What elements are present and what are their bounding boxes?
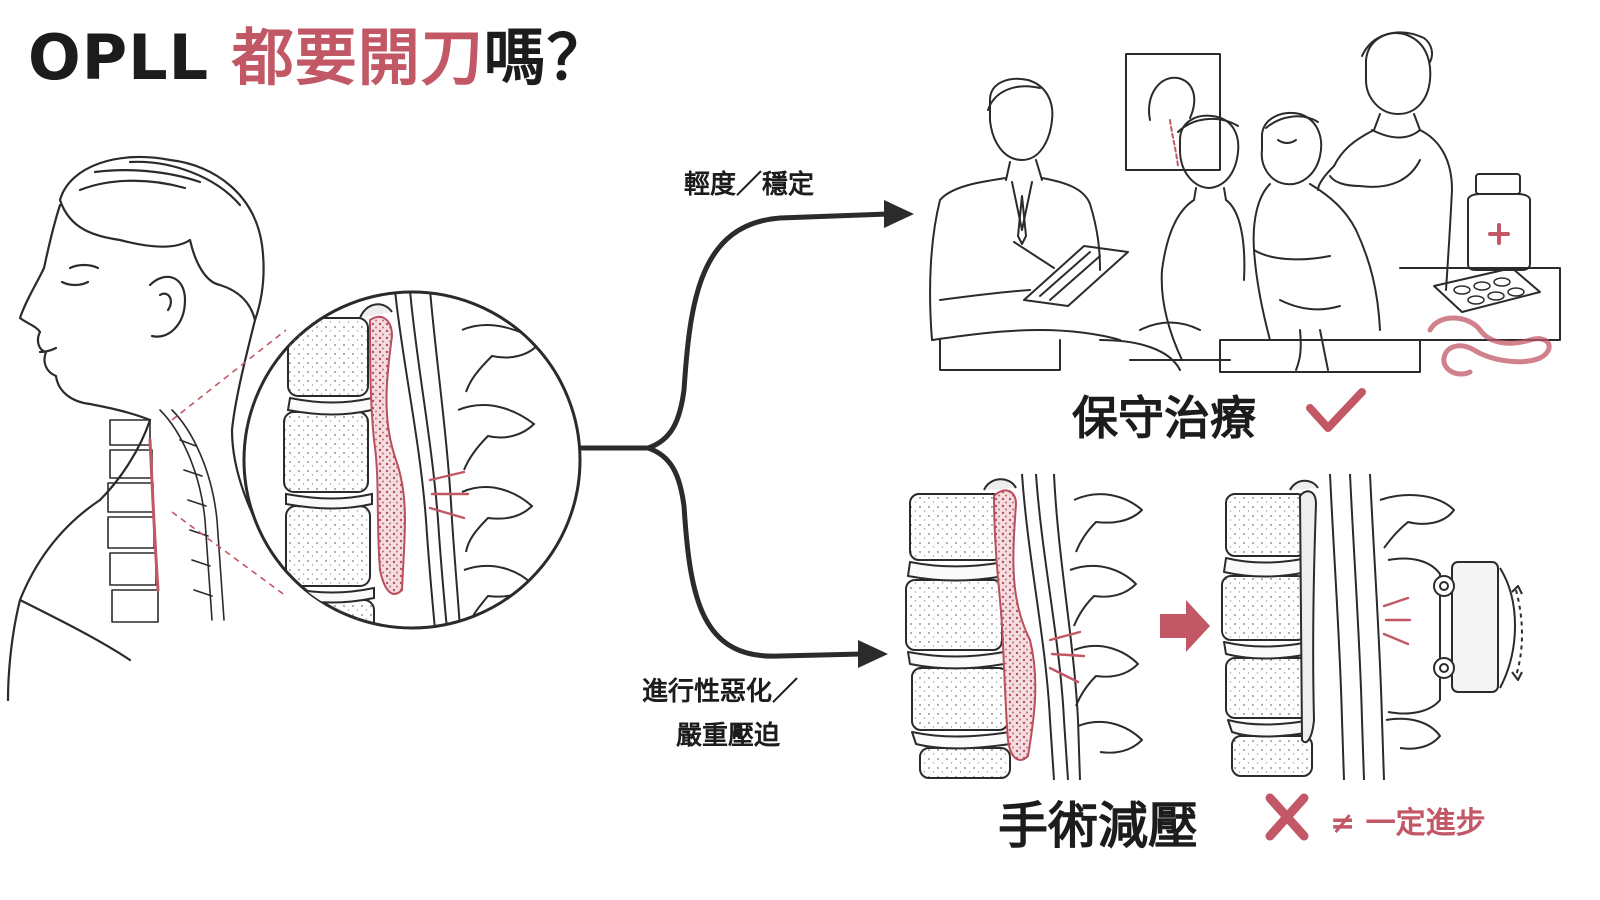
- arrow-heads: [858, 200, 914, 668]
- zoom-guide-lines: [171, 329, 287, 597]
- surgical-decompression-label: 手術減壓: [998, 797, 1198, 855]
- cross-icon: [1265, 793, 1309, 841]
- progressive-severe-branch-label: 進行性惡化／ 嚴重壓迫: [642, 670, 798, 758]
- mild-stable-branch-label: 輕度／穩定: [684, 170, 815, 200]
- surgery-not-guaranteed-note: ≠ 一定進步: [1330, 806, 1486, 841]
- conservative-scene-illustration: [929, 31, 1561, 377]
- title-prefix: OPLL: [28, 21, 210, 94]
- spine-before-surgery-illustration: [905, 473, 1143, 781]
- title-highlight: 都要開刀: [231, 21, 484, 94]
- spine-after-surgery-illustration: [1221, 473, 1523, 781]
- progressive-label-line1: 進行性惡化／: [642, 677, 799, 707]
- conservative-treatment-label: 保守治療: [1072, 391, 1256, 445]
- check-icon: [1306, 388, 1366, 432]
- spine-zoom-circle: [242, 290, 582, 630]
- arrow-right-icon: [1160, 600, 1210, 652]
- page-title: OPLL 都要開刀嗎？: [28, 21, 610, 94]
- compression-marks-after: [1382, 596, 1412, 646]
- decision-branch-arrows: [579, 211, 891, 659]
- compression-marks-before: [1048, 630, 1086, 684]
- title-suffix: 嗎？: [483, 21, 610, 94]
- progressive-label-line2: 嚴重壓迫: [676, 721, 781, 751]
